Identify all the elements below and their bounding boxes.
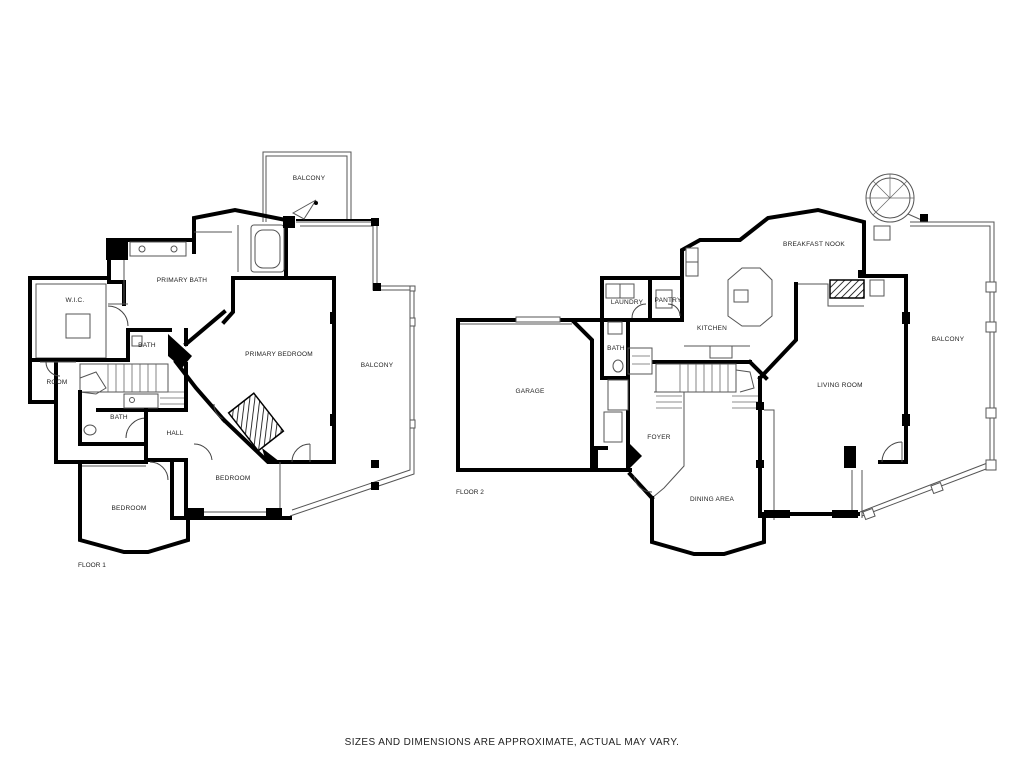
floor-2-stairs [627,347,758,409]
living-room [747,274,910,468]
room-label-primary-bath: PRIMARY BATH [157,277,208,284]
bedroom-left [78,460,190,554]
garage [456,316,632,472]
floor-1-label: FLOOR 1 [78,562,106,569]
room-label-wic: W.I.C. [66,297,85,304]
room-label-balcony-side: BALCONY [361,362,394,369]
floor-1-labels: BALCONY PRIMARY BATH W.I.C. BATH PRIMARY… [46,175,393,569]
disclaimer-text: SIZES AND DIMENSIONS ARE APPROXIMATE, AC… [344,737,680,748]
dining-area [650,376,860,556]
room-label-kitchen: KITCHEN [697,325,727,332]
room-label-breakfast-nook: BREAKFAST NOOK [783,241,845,248]
room-label-balcony-top: BALCONY [293,175,326,182]
floor-2-labels: BREAKFAST NOOK LAUNDRY PANTRY KITCHEN GA… [456,241,965,503]
bath-upper [126,328,172,362]
room-label-hall: HALL [166,430,183,437]
bath-lower [78,390,162,446]
room-label-balcony: BALCONY [932,336,965,343]
room-label-bath-lower: BATH [110,414,128,421]
side-balcony [289,218,416,517]
room-label-pantry: PANTRY [655,297,682,304]
room-label-bath-upper: BATH [138,342,156,349]
floor-2-label: FLOOR 2 [456,489,484,496]
room-label-dining-area: DINING AREA [690,496,735,503]
room-label-bedroom-right: BEDROOM [216,475,251,482]
room-label-foyer: FOYER [647,434,670,441]
primary-bath [106,238,196,346]
floor-2-plan: BREAKFAST NOOK LAUNDRY PANTRY KITCHEN GA… [456,173,997,556]
room-label-garage: GARAGE [515,388,544,395]
bedroom-right [170,458,292,520]
kitchen [652,207,866,364]
primary-bath-bay [192,207,295,280]
small-room [40,358,82,464]
floor-1-plan: BALCONY PRIMARY BATH W.I.C. BATH PRIMARY… [28,151,416,569]
room-label-primary-bedroom: PRIMARY BEDROOM [245,351,313,358]
room-label-bedroom-left: BEDROOM [112,505,147,512]
room-label-room: ROOM [46,379,67,386]
primary-bedroom [183,276,336,464]
room-label-living-room: LIVING ROOM [817,382,863,389]
foyer [594,376,685,501]
floor-2-balcony [859,221,997,521]
room-label-laundry: LAUNDRY [611,299,644,306]
walk-in-closet [28,276,130,404]
top-balcony [262,151,378,222]
room-label-bath: BATH [607,345,625,352]
